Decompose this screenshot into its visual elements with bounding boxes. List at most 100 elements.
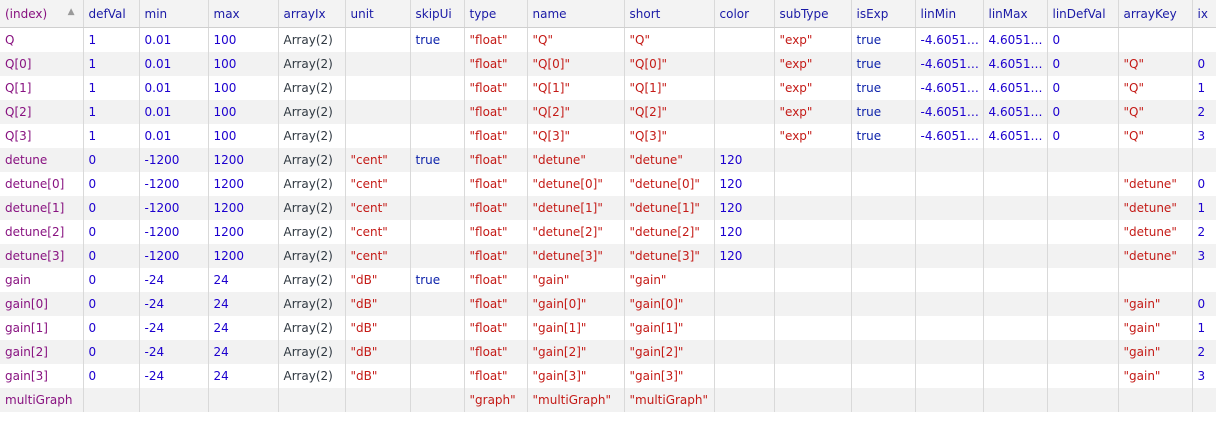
cell-isexp: true <box>851 52 916 76</box>
cell-linmin <box>915 220 984 244</box>
column-header-defval[interactable]: defVal <box>83 0 140 28</box>
cell-max: 24 <box>208 340 279 364</box>
cell-arraykey: "Q" <box>1118 124 1193 148</box>
cell-name: "detune[3]" <box>527 244 625 268</box>
cell-arrayix: Array(2) <box>278 364 346 388</box>
cell-unit: "cent" <box>345 244 411 268</box>
column-header-label: ix <box>1197 6 1208 21</box>
column-header-isexp[interactable]: isExp <box>851 0 916 28</box>
cell-defval: 1 <box>83 27 140 52</box>
cell-max: 1200 <box>208 172 279 196</box>
cell-max: 24 <box>208 292 279 316</box>
sort-ascending-icon[interactable]: ▲ <box>67 6 75 17</box>
cell-short: "gain[0]" <box>624 292 715 316</box>
column-header-arraykey[interactable]: arrayKey <box>1118 0 1193 28</box>
column-header-label: color <box>719 6 750 21</box>
cell-ix: 2 <box>1192 220 1216 244</box>
column-header-linmin[interactable]: linMin <box>915 0 984 28</box>
cell-defval <box>83 388 140 412</box>
cell-lindefval <box>1047 196 1119 220</box>
cell-isexp <box>851 148 916 172</box>
column-header-subtype[interactable]: subType <box>774 0 852 28</box>
cell-linmax <box>983 292 1048 316</box>
cell-max: 100 <box>208 27 279 52</box>
cell-arrayix: Array(2) <box>278 196 346 220</box>
column-header-skipui[interactable]: skipUi <box>410 0 465 28</box>
cell-name: "detune[1]" <box>527 196 625 220</box>
cell-arraykey <box>1118 388 1193 412</box>
cell-type: "float" <box>464 172 528 196</box>
cell-ix <box>1192 268 1216 292</box>
cell-type: "float" <box>464 244 528 268</box>
column-header-index[interactable]: (index)▲ <box>0 0 84 28</box>
cell-min: -1200 <box>139 220 209 244</box>
cell-color <box>714 316 775 340</box>
cell-index: detune[3] <box>0 244 84 268</box>
cell-lindefval: 0 <box>1047 100 1119 124</box>
column-header-type[interactable]: type <box>464 0 528 28</box>
column-header-linmax[interactable]: linMax <box>983 0 1048 28</box>
cell-unit: "cent" <box>345 196 411 220</box>
cell-index: gain[0] <box>0 292 84 316</box>
cell-name: "gain[1]" <box>527 316 625 340</box>
column-header-label: defVal <box>88 6 126 21</box>
cell-name: "gain" <box>527 268 625 292</box>
cell-defval: 0 <box>83 364 140 388</box>
column-header-arrayix[interactable]: arrayIx <box>278 0 346 28</box>
cell-subtype <box>774 196 852 220</box>
cell-name: "Q[0]" <box>527 52 625 76</box>
cell-arraykey: "gain" <box>1118 364 1193 388</box>
column-header-label: arrayKey <box>1123 6 1177 21</box>
column-header-name[interactable]: name <box>527 0 625 28</box>
cell-lindefval <box>1047 244 1119 268</box>
cell-isexp <box>851 220 916 244</box>
cell-lindefval <box>1047 292 1119 316</box>
cell-index: Q[1] <box>0 76 84 100</box>
column-header-short[interactable]: short <box>624 0 715 28</box>
cell-lindefval <box>1047 172 1119 196</box>
cell-linmax <box>983 388 1048 412</box>
cell-name: "multiGraph" <box>527 388 625 412</box>
column-header-ix[interactable]: ix <box>1192 0 1216 28</box>
cell-short: "gain" <box>624 268 715 292</box>
cell-type: "float" <box>464 27 528 52</box>
cell-ix: 1 <box>1192 196 1216 220</box>
cell-short: "gain[2]" <box>624 340 715 364</box>
cell-short: "Q[0]" <box>624 52 715 76</box>
cell-arrayix: Array(2) <box>278 340 346 364</box>
cell-linmax: 4.6051… <box>983 124 1048 148</box>
cell-isexp <box>851 268 916 292</box>
cell-linmin <box>915 316 984 340</box>
cell-name: "detune" <box>527 148 625 172</box>
column-header-max[interactable]: max <box>208 0 279 28</box>
cell-skipui <box>410 196 465 220</box>
cell-skipui <box>410 220 465 244</box>
cell-linmin <box>915 340 984 364</box>
table-row[interactable]: multiGraph"graph""multiGraph""multiGraph… <box>0 388 1216 412</box>
cell-name: "detune[0]" <box>527 172 625 196</box>
column-header-color[interactable]: color <box>714 0 775 28</box>
cell-lindefval <box>1047 316 1119 340</box>
column-header-unit[interactable]: unit <box>345 0 411 28</box>
cell-lindefval: 0 <box>1047 52 1119 76</box>
cell-skipui <box>410 340 465 364</box>
column-header-min[interactable]: min <box>139 0 209 28</box>
cell-max: 1200 <box>208 196 279 220</box>
cell-skipui: true <box>410 27 465 52</box>
column-header-lindefval[interactable]: linDefVal <box>1047 0 1119 28</box>
